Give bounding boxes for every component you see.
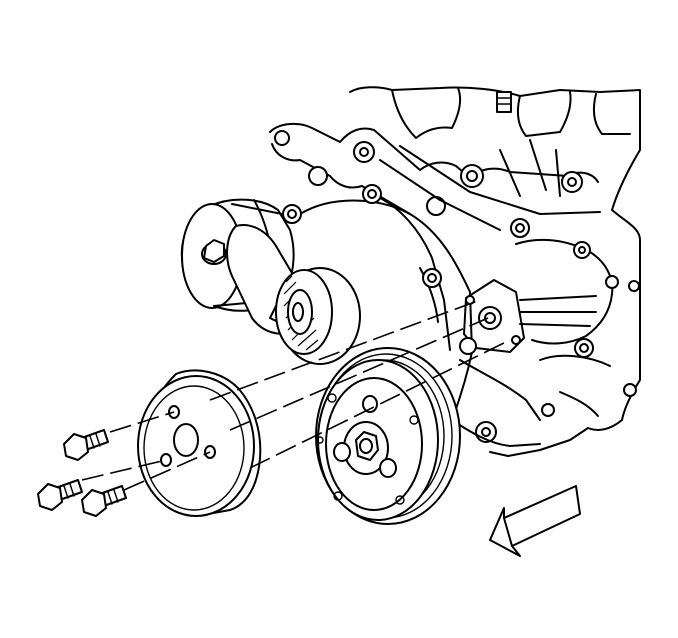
pulley-bolt-3 [81, 485, 127, 517]
pulley-bolt-1 [63, 429, 109, 461]
water-pump-pulley [137, 369, 262, 517]
idler-pulley [275, 267, 361, 365]
water-pump [459, 238, 619, 358]
crankshaft-balancer [315, 347, 461, 525]
alignment-lines [81, 299, 511, 491]
engine-front-cover [269, 86, 641, 457]
pulley-bolt-2 [37, 479, 83, 511]
front-direction-arrow [489, 485, 581, 557]
